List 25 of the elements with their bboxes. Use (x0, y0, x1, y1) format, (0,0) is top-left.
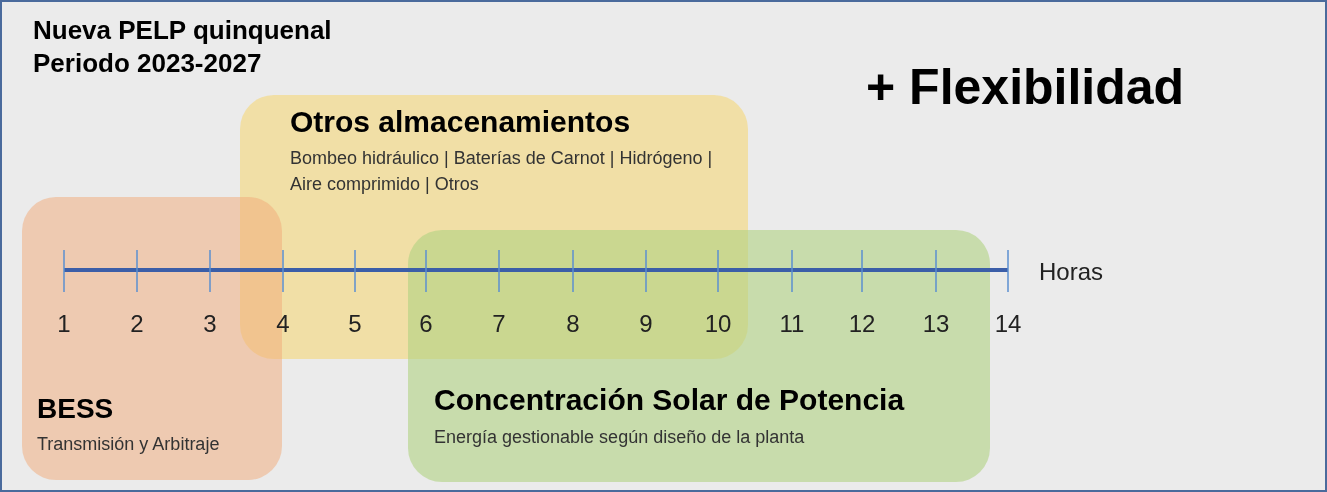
rounded-area (408, 230, 990, 482)
area-heading: Concentración Solar de Potencia (434, 383, 905, 417)
tick-label: 4 (276, 310, 290, 338)
tick-label: 5 (348, 310, 362, 338)
tick-label: 11 (779, 310, 805, 338)
tick-label: 9 (639, 310, 653, 338)
tick-label: 14 (994, 310, 1022, 338)
area-description: Energía gestionable según diseño de la planta (434, 426, 806, 449)
area-heading: Otros almacenamientos (290, 105, 631, 139)
flexibility-heading: + Flexibilidad (866, 58, 1185, 116)
tick-label: 1 (57, 310, 71, 338)
tick-label: 6 (419, 310, 433, 338)
area-description: Transmisión y Arbitraje (37, 433, 221, 456)
tick-label: 10 (704, 310, 732, 338)
axis-unit-label: Horas (1039, 258, 1104, 286)
tick-label: 8 (566, 310, 580, 338)
rounded-area (240, 95, 748, 359)
tick-label: 13 (922, 310, 950, 338)
tick-label: 12 (848, 310, 876, 338)
tick-label: 7 (492, 310, 506, 338)
area-heading: BESS (37, 393, 114, 425)
tick-label: 3 (203, 310, 217, 338)
area-description: Bombeo hidráulico | Baterías de Carnot | Hidrógeno | Aire comprimido | Otros (290, 147, 714, 196)
title: Nueva PELP quinquenal Periodo 2023-2027 (33, 14, 333, 80)
tick-label: 2 (130, 310, 144, 338)
